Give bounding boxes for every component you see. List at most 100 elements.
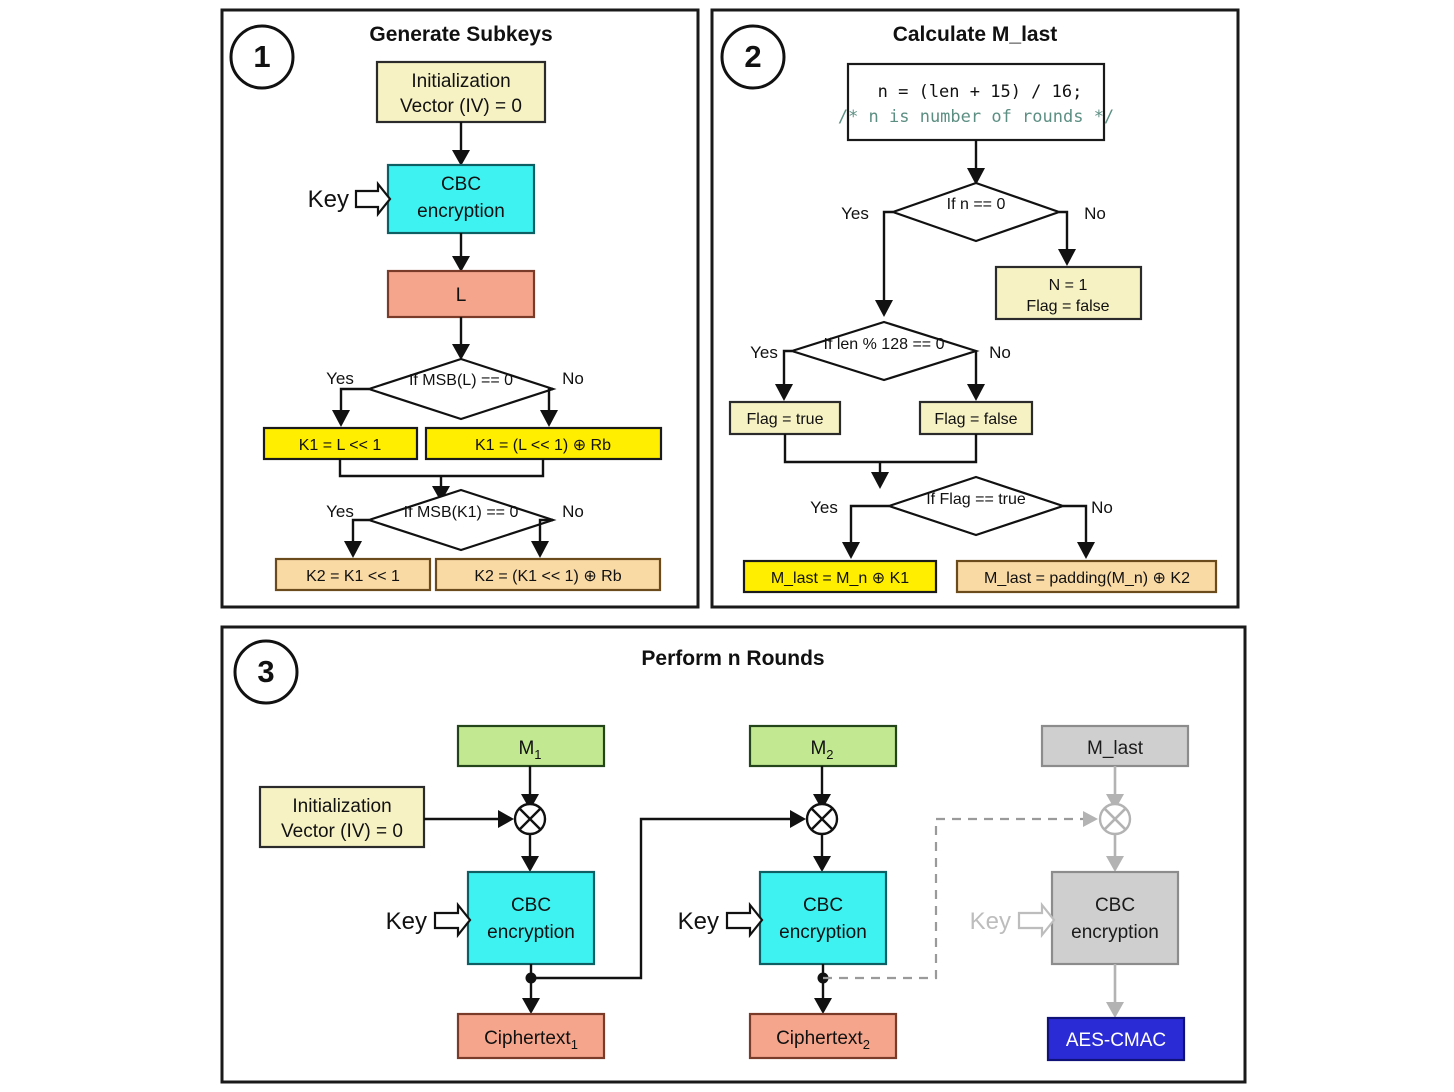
arrowhead-xor2-cbc2 <box>813 856 831 872</box>
arrowhead-feedback-xor2 <box>790 810 806 828</box>
decision-msb-l-no-label: No <box>562 369 584 388</box>
ciphertext1-box <box>456 1012 606 1060</box>
decision-n-no-label: No <box>1084 204 1106 223</box>
mlast-no-box <box>955 559 1218 594</box>
decision-n-label: If n == 0 <box>947 196 1006 213</box>
cbc-encryption-box-1 <box>386 163 536 235</box>
arrowhead-cbc-l <box>452 256 470 272</box>
mlast-yes-box <box>742 559 938 594</box>
iv-box-line2: Vector (IV) = 0 <box>400 96 522 117</box>
panel-3-title: Perform n Rounds <box>641 647 824 670</box>
decision-msb-k1-label: If MSB(K1) == 0 <box>404 504 519 521</box>
code-box <box>846 62 1106 142</box>
cbc1-line1: CBC <box>511 895 551 916</box>
edge-decision1-yes <box>339 387 369 412</box>
arrowhead-cbc3-result <box>1106 1002 1124 1018</box>
edge-decision2-yes <box>351 518 369 543</box>
key-block-arrow-icon-final <box>1017 901 1056 939</box>
arrowhead-code-decision-n <box>967 168 985 185</box>
k2-no-label: K2 = (K1 << 1) ⊕ Rb <box>474 568 621 585</box>
m1-box <box>456 724 606 768</box>
decision-flag-true <box>885 475 1067 537</box>
step-number-1: 1 <box>253 39 270 74</box>
iv-box-3-line1: Initialization <box>292 796 391 817</box>
decision-flag-label: If Flag == true <box>926 491 1026 508</box>
arrowhead-xor1-cbc1 <box>521 856 539 872</box>
arrowhead-decision2-yes <box>344 541 362 558</box>
panel-generate-subkeys: 1 Generate Subkeys Initialization Vector… <box>220 8 700 609</box>
key-block-arrow-icon-round2 <box>725 901 764 939</box>
decision-flag-yes-label: Yes <box>810 498 838 517</box>
arrowhead-dashed-feedback <box>1083 811 1098 827</box>
arrowhead-merge-decision2 <box>432 486 450 502</box>
edge-decision-n-yes <box>882 210 893 302</box>
cbc-encryption-box-round2 <box>758 870 888 966</box>
xor-glyph-1 <box>518 807 542 831</box>
l-box <box>386 269 536 319</box>
panel-calculate-mlast: 2 Calculate M_last n = (len + 15) / 16; … <box>710 8 1240 609</box>
mlast-no-label: M_last = padding(M_n) ⊕ K2 <box>984 570 1190 587</box>
arrowhead-decision-n-no <box>1058 249 1076 266</box>
decision-msb-k1-no-label: No <box>562 502 584 521</box>
flag-true-box <box>728 400 842 436</box>
edge-decision2-no <box>538 518 553 543</box>
edge-decision-flag-yes <box>849 504 889 544</box>
arrowhead-l-decision1 <box>452 344 470 360</box>
l-box-label: L <box>456 285 467 306</box>
arrowhead-cbc2-ct2 <box>814 998 832 1014</box>
flag-true-label: Flag = true <box>747 411 824 428</box>
cbc-encryption-box-round1 <box>466 870 596 966</box>
xor-glyph-3 <box>1103 807 1127 831</box>
cbc1-line2: encryption <box>487 922 575 943</box>
k2-no-box <box>434 557 662 592</box>
arrowhead-decision-len-no <box>967 384 985 401</box>
cbc3-line1: CBC <box>1095 895 1135 916</box>
decision-len-mod-128 <box>788 320 980 382</box>
arrowhead-merge-decision-flag <box>871 472 889 489</box>
iv-box-3-line2: Vector (IV) = 0 <box>281 821 403 842</box>
k1-no-label: K1 = (L << 1) ⊕ Rb <box>475 437 611 454</box>
arrowhead-decision1-yes <box>332 410 350 427</box>
arrowhead-m1-xor1 <box>521 794 539 810</box>
edge-decision-flag-no <box>1063 504 1088 544</box>
arrowhead-decision2-no <box>531 541 549 558</box>
m2-label: M2 <box>810 738 833 762</box>
n-one-line1: N = 1 <box>1049 277 1088 294</box>
xor-glyph-2 <box>810 807 834 831</box>
m2-box <box>748 724 898 768</box>
ciphertext1-label: Ciphertext1 <box>484 1028 578 1052</box>
decision-msb-k1 <box>365 488 557 552</box>
iv-box-line1: Initialization <box>411 71 510 92</box>
cbc-box-line1: CBC <box>441 174 481 195</box>
decision-msb-l <box>365 357 557 421</box>
mlast-yes-label: M_last = M_n ⊕ K1 <box>771 570 909 587</box>
arrowhead-decision1-no <box>540 410 558 427</box>
key-label-1: Key <box>308 186 349 213</box>
arrowhead-decision-flag-yes <box>842 542 860 559</box>
decision-msb-k1-yes-label: Yes <box>326 502 354 521</box>
edge-decision-n-no <box>1059 210 1069 251</box>
step-number-3: 3 <box>257 654 274 689</box>
mlast-label-3: M_last <box>1087 738 1144 759</box>
step-badge-1 <box>229 24 295 90</box>
step-number-2: 2 <box>744 39 761 74</box>
flag-false-label: Flag = false <box>934 411 1017 428</box>
ciphertext2-box <box>748 1012 898 1060</box>
key-label-round1: Key <box>386 908 427 935</box>
code-line-1: n = (len + 15) / 16; <box>878 82 1083 102</box>
key-label-round2: Key <box>678 908 719 935</box>
decision-msb-l-label: If MSB(L) == 0 <box>409 372 513 389</box>
arrowhead-xor3-cbc3 <box>1106 856 1124 872</box>
decision-len-yes-label: Yes <box>750 343 778 362</box>
edge-decision-len-yes <box>782 349 792 386</box>
decision-n-equals-zero <box>889 181 1063 243</box>
arrowhead-iv-xor1 <box>498 810 514 828</box>
k2-yes-box <box>274 557 432 592</box>
code-line-2-comment: /* n is number of rounds */ <box>838 107 1114 127</box>
n-one-box <box>994 265 1143 321</box>
decision-len-label: If len % 128 == 0 <box>824 336 945 353</box>
iv-box-3 <box>258 785 426 849</box>
k1-yes-box <box>262 426 419 461</box>
edge-decision1-no <box>547 387 553 412</box>
panel-3-frame <box>220 625 1247 1084</box>
